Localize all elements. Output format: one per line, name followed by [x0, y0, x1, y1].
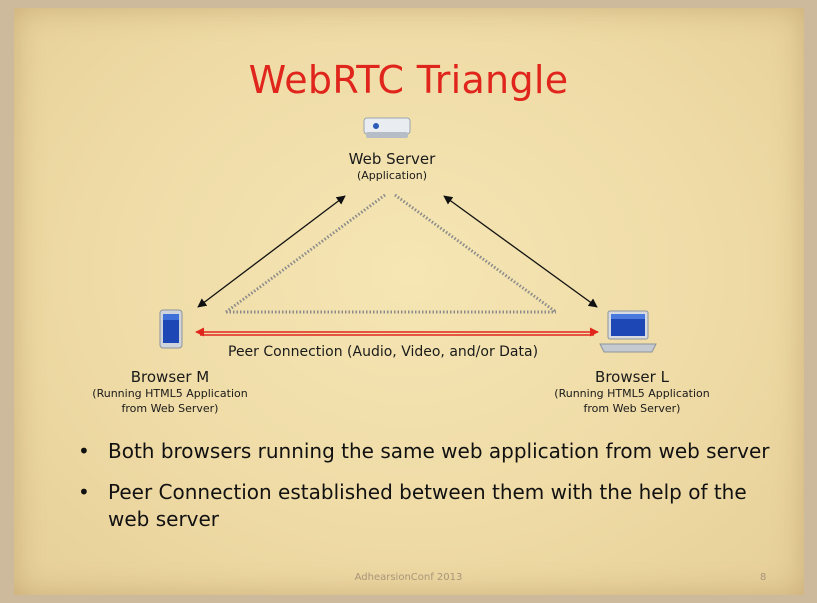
bullet-list: • Both browsers running the same web app…: [76, 438, 776, 547]
browser-m-sub-1: (Running HTML5 Application: [92, 387, 248, 400]
browser-l-name: Browser L: [595, 368, 669, 386]
browser-m-label-group: Browser M (Running HTML5 Application fro…: [70, 368, 270, 416]
server-name: Web Server: [348, 150, 436, 168]
slide-title: WebRTC Triangle: [248, 58, 569, 102]
dotted-triangle: [225, 193, 557, 314]
server-label-group: Web Server (Application): [332, 150, 452, 183]
slide-footer: AdhearsionConf 2013: [354, 572, 463, 583]
browser-m-name: Browser M: [130, 368, 210, 386]
laptop-icon: [599, 310, 657, 353]
peer-connection-label: Peer Connection (Audio, Video, and/or Da…: [228, 344, 539, 360]
bullet-text: Peer Connection established between them…: [108, 480, 747, 531]
browser-l-sub-1: (Running HTML5 Application: [554, 387, 710, 400]
bullet-dot: •: [78, 439, 90, 463]
server-icon: [363, 117, 411, 138]
signal-arrow-right: [443, 195, 598, 308]
signal-arrow-left: [197, 195, 346, 308]
bullet-text: Both browsers running the same web appli…: [108, 439, 770, 463]
bullet-item: • Peer Connection established between th…: [76, 479, 776, 533]
slide: [14, 8, 804, 595]
bullet-item: • Both browsers running the same web app…: [76, 438, 776, 465]
browser-l-sub-2: from Web Server): [583, 402, 681, 415]
bullet-dot: •: [78, 480, 90, 504]
peer-connection-arrow: [195, 327, 599, 337]
browser-m-sub-2: from Web Server): [121, 402, 219, 415]
tablet-icon: [159, 309, 183, 349]
browser-l-label-group: Browser L (Running HTML5 Application fro…: [532, 368, 732, 416]
server-sub: (Application): [356, 169, 428, 182]
page-number: 8: [760, 572, 767, 583]
